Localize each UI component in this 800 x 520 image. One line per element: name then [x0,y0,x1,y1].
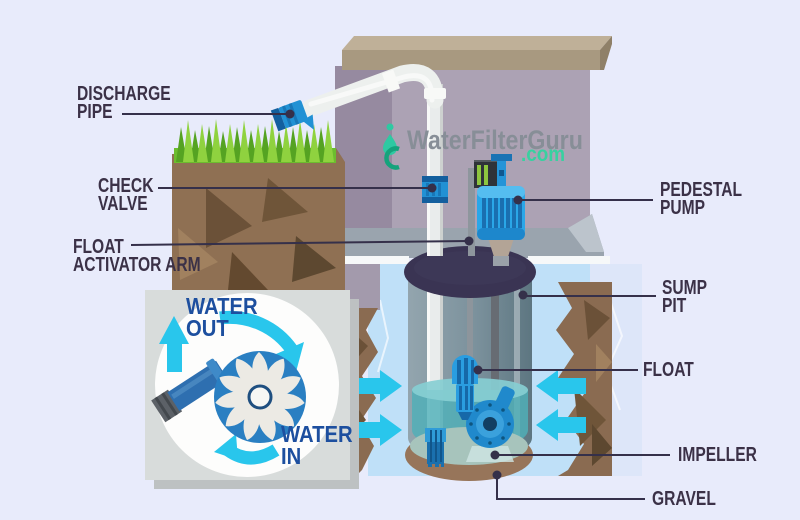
arrow-left-icon [536,370,586,402]
arrow-up-icon [159,316,189,372]
label-check-valve: CHECK VALVE [98,175,154,215]
label-line: CHECK [98,175,154,197]
label-line: WATER [281,421,353,447]
float-graphic [452,290,478,420]
roof-top [342,36,612,50]
label-line: FLOAT [73,236,124,258]
label-water-out: WATER OUT [186,293,258,341]
label-float: FLOAT [643,359,694,381]
label-line: PIPE [77,101,113,123]
label-line: PIT [662,295,687,317]
label-sump-pit: SUMP PIT [662,277,708,317]
pedestal-pump-graphic [468,154,525,266]
label-impeller: IMPELLER [678,444,757,466]
label-water-in: WATER IN [281,421,353,469]
label-gravel: GRAVEL [652,488,716,510]
label-line: GRAVEL [652,488,716,510]
discharge-pipe-graphic [270,64,446,256]
label-line: FLOAT [643,359,694,381]
impeller-graphic [466,386,515,462]
pipe-strainer [425,428,446,467]
inset-panel [145,290,359,489]
label-line: DISCHARGE [77,83,171,105]
water-inflow-arrows [352,370,586,446]
inset-impeller [151,351,306,443]
pump-shaft [491,292,499,414]
label-line: ACTIVATOR ARM [73,254,201,276]
label-pedestal-pump: PEDESTAL PUMP [660,179,743,219]
label-float-activator-arm: FLOAT ACTIVATOR ARM [73,236,201,276]
label-line: PUMP [660,197,706,219]
grass [174,119,336,163]
logo-tld-text: .com [521,143,566,166]
roof-front [342,50,600,70]
label-discharge-pipe: DISCHARGE PIPE [77,83,171,123]
label-line: OUT [186,315,229,341]
soil-block [172,148,345,292]
label-line: VALVE [98,193,148,215]
label-line: SUMP [662,277,708,299]
logo-brand-text: WaterFilterGuru [407,125,583,155]
label-line: WATER [186,293,258,319]
label-line: IN [281,443,302,469]
inset-flow-arrows [159,310,304,465]
leader-lines [122,113,670,500]
label-line: IMPELLER [678,444,757,466]
float-activator-arm-rod [468,168,475,256]
water-drop-icon [383,123,400,170]
leader-dots [285,109,528,480]
label-line: PEDESTAL [660,179,743,201]
arrow-left-icon [536,409,586,441]
